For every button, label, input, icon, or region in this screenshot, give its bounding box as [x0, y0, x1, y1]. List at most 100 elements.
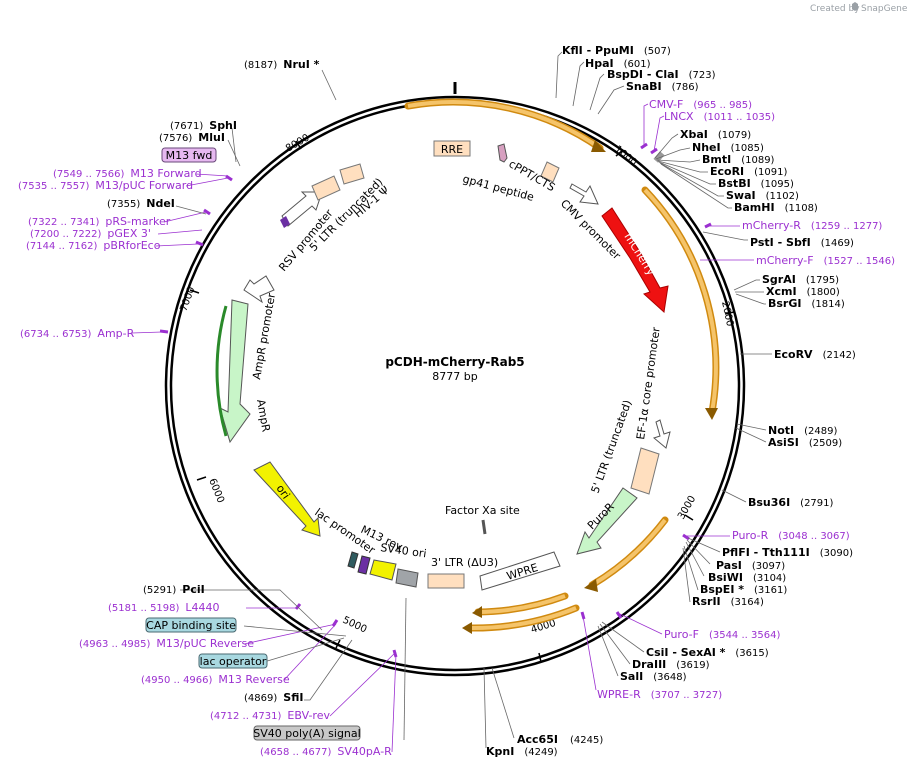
site-ecori: EcoRI(1091): [710, 165, 788, 178]
primer-lncx: LNCX(1011 .. 1035): [664, 110, 775, 123]
snapgene-logo-icon: [852, 2, 858, 11]
site-kpni: KpnI(4249): [486, 745, 558, 758]
primer-l4440: (5181 .. 5198)L4440: [108, 601, 220, 614]
site-bstbi: BstBI(1095): [718, 177, 794, 190]
tick-label-2000: 2000: [719, 300, 735, 327]
orf-arc-bottom-2-head: [472, 606, 482, 618]
site-acc65i: Acc65I(4245): [517, 733, 603, 746]
primer-sv40pa-r: (4658 .. 4677)SV40pA-R: [260, 745, 392, 758]
feature-lac-promoter: [347, 551, 359, 569]
tick-label-5000: 5000: [341, 615, 369, 636]
site-nrui: (8187)NruI *: [244, 58, 320, 71]
tick-5000: [335, 639, 341, 649]
leader-lines-left: [175, 69, 407, 741]
sites-left: (8187)NruI * (7671)SphI (7576)MluI (7355…: [107, 58, 320, 704]
primers-left: (4658 .. 4677)SV40pA-R (4712 .. 4731)EBV…: [18, 167, 392, 758]
primer-prs-marker: (7322 .. 7341)pRS-marker: [28, 215, 171, 228]
site-kfli: KflI - PpuMI(507): [562, 44, 671, 57]
site-draiii: DraIII(3619): [632, 658, 710, 671]
feature-wpre: [479, 551, 561, 591]
feature-cppt-cts: [540, 161, 560, 183]
primers-right: CMV-F(965 .. 985) LNCX(1011 .. 1035) mCh…: [597, 98, 895, 701]
site-nhei: NheI(1085): [692, 141, 764, 154]
tag-lac-operator: lac operator: [200, 655, 267, 668]
primer-puro-f: Puro-F(3544 .. 3564): [664, 628, 780, 641]
feature-ampr-promoter-label: AmpR promoter: [250, 292, 278, 381]
feature-factor-xa-label: Factor Xa site: [445, 504, 520, 517]
backbone-outer: [164, 95, 746, 677]
site-snabi: SnaBI(786): [626, 80, 699, 93]
tag-sv40-polya: SV40 poly(A) signal: [253, 727, 360, 740]
tick-3000: [684, 514, 694, 521]
tick-2000: [724, 311, 735, 315]
primer-m13-forward: (7549 .. 7566)M13 Forward: [53, 167, 202, 180]
primer-mark-m13-rev: [331, 619, 339, 627]
primer-mark-m13-fwd: [225, 174, 233, 182]
site-asisi: AsiSI(2509): [768, 436, 842, 449]
snapgene-credit: Created by SnapGene: [810, 2, 908, 14]
feature-5ltr-right-label: 5' LTR (truncated): [589, 398, 635, 495]
site-csii: CsiI - SexAI *(3615): [646, 646, 769, 659]
site-ecorv: EcoRV(2142): [774, 348, 856, 361]
plasmid-size: 8777 bp: [432, 370, 477, 383]
site-pcii: (5291)PciI: [143, 583, 205, 596]
site-psti: PstI - SbfI(1469): [750, 236, 854, 249]
site-ndei: (7355)NdeI: [107, 197, 175, 210]
orf-arc-right-head: [705, 408, 718, 420]
primer-pgex3: (7200 .. 7222)pGEX 3': [30, 227, 151, 240]
primer-cmv-f: CMV-F(965 .. 985): [649, 98, 752, 111]
primer-marks: [159, 142, 712, 658]
primer-mark-prs: [203, 208, 211, 216]
site-bsiwi: BsiWI(3104): [708, 571, 786, 584]
primer-mark-amp-r: [159, 329, 169, 334]
site-rsrii: RsrII(3164): [692, 595, 764, 608]
site-pasi: PasI(3097): [716, 559, 785, 572]
site-pflfi: PflFI - Tth111I(3090): [722, 546, 853, 559]
tag-cap-binding-box: [145, 617, 237, 633]
feature-3ltr: [427, 573, 465, 589]
feature-sv40-ori-label: SV40 ori: [380, 541, 428, 560]
primer-mcherry-r: mCherry-R(1259 .. 1277): [742, 219, 882, 232]
orf-arc-top-fill: [407, 100, 602, 150]
feature-ampr: [219, 299, 251, 444]
feature-rsv-start: [280, 216, 290, 228]
feature-ampr-label: AmpR: [254, 398, 273, 433]
tag-boxes: M13 fwd CAP binding site lac operator SV…: [145, 147, 361, 741]
leader-lines-primers: [131, 103, 754, 753]
primer-ebv-rev: (4712 .. 4731)EBV-rev: [210, 709, 330, 722]
tag-lac-operator-box: [198, 653, 268, 669]
feature-rre-label: RRE: [441, 143, 463, 156]
site-sfii: (4869)SfiI: [244, 691, 303, 704]
feature-5ltr-right: [630, 447, 660, 495]
tick-label-8000: 8000: [284, 132, 312, 154]
primer-mark-mcherry: [704, 222, 712, 229]
site-sgrai: SgrAI(1795): [762, 273, 839, 286]
feature-ampr-outline-arc: [215, 305, 228, 437]
leader-lines-right: [483, 51, 772, 749]
site-bspdi: BspDI - ClaI(723): [607, 68, 716, 81]
feature-factor-xa: [481, 519, 487, 535]
feature-gp41-peptide: [497, 143, 508, 163]
primer-puro-r: Puro-R(3048 .. 3067): [732, 529, 850, 542]
feature-3ltr-label: 3' LTR (ΔU3): [431, 556, 498, 569]
credit-brand: SnapGene: [861, 4, 908, 14]
tag-m13-fwd-box: [161, 147, 217, 163]
site-sphi: (7671)SphI: [170, 119, 237, 132]
site-bmti: BmtI(1089): [702, 153, 775, 166]
feature-cmv-promoter: [569, 183, 599, 205]
feature-m13-rev: [357, 555, 371, 575]
site-sali: SalI(3648): [620, 670, 687, 683]
site-swai: SwaI(1102): [726, 189, 799, 202]
tick-label-1000: 1000: [612, 144, 639, 169]
site-xbai: XbaI(1079): [680, 128, 751, 141]
primer-m13-puc-forward: (7535 .. 7557)M13/pUC Forward: [18, 179, 193, 192]
primer-mark-pbr: [195, 240, 204, 247]
site-bsu36i: Bsu36I(2791): [748, 496, 834, 509]
primer-m13-reverse: (4950 .. 4966)M13 Reverse: [141, 673, 290, 686]
primer-amp-r: (6734 .. 6753)Amp-R: [20, 327, 135, 340]
tick-6000: [196, 476, 207, 481]
site-bsrgi: BsrGI(1814): [768, 297, 845, 310]
tag-cap-binding: CAP binding site: [146, 619, 236, 632]
orf-arc-bottom-3-head: [462, 622, 472, 634]
